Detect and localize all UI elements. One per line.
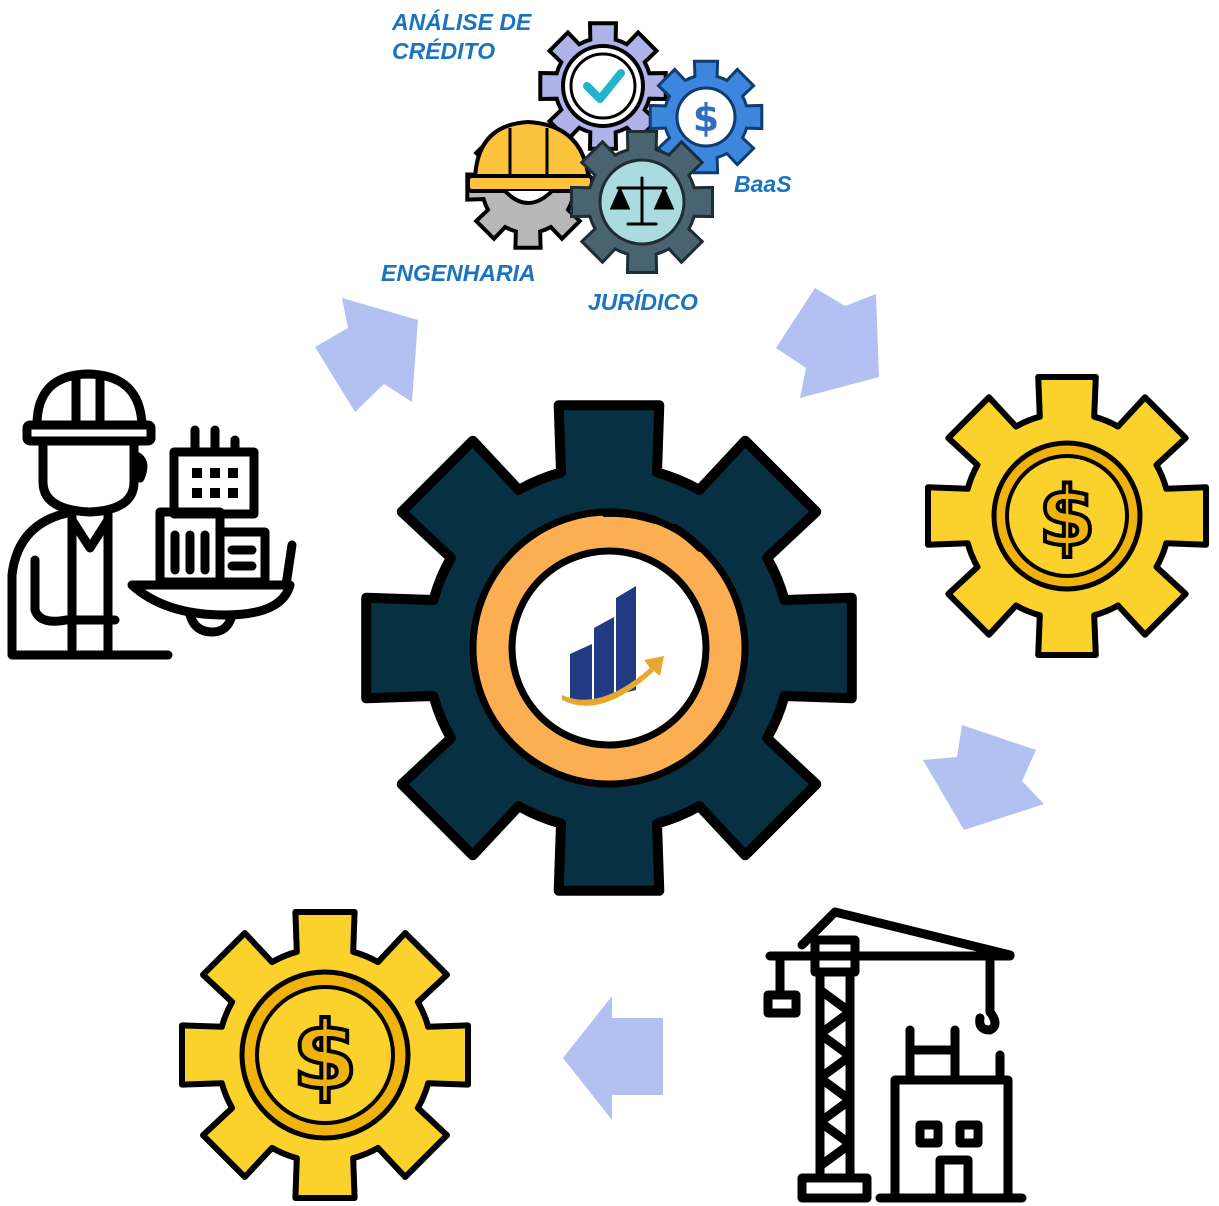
credit-check-gear-icon	[538, 21, 668, 151]
helmet-gear-icon	[465, 119, 594, 250]
legal-label: JURÍDICO	[588, 289, 698, 315]
svg-text:$: $	[1038, 470, 1095, 565]
cycle-arrows	[315, 288, 1044, 1120]
arrow-right-to-bottom	[923, 725, 1044, 830]
engineering-label: ENGENHARIA	[381, 260, 536, 286]
central-gear-with-growth-logo-icon	[361, 400, 857, 896]
baas-label: BaaS	[734, 171, 792, 197]
svg-text:$: $	[292, 1002, 357, 1111]
services-gear-cluster: $	[465, 21, 764, 274]
engineer-with-building-model-icon	[7, 369, 297, 660]
scales-gear-icon	[570, 130, 714, 274]
credit-analysis-label: ANÁLISE DE CRÉDITO	[392, 9, 532, 64]
gold-dollar-gear-icon-bottom-left: $	[179, 909, 471, 1201]
gold-dollar-gear-icon-right: $	[925, 374, 1209, 658]
arrow-left-to-top	[315, 298, 418, 412]
arrow-top-to-right	[776, 288, 879, 398]
svg-text:$: $	[693, 96, 719, 140]
growth-chart-logo	[562, 586, 664, 706]
arrow-bottom-right-to-bottom-left	[563, 996, 663, 1120]
construction-crane-building-icon	[763, 907, 1027, 1203]
